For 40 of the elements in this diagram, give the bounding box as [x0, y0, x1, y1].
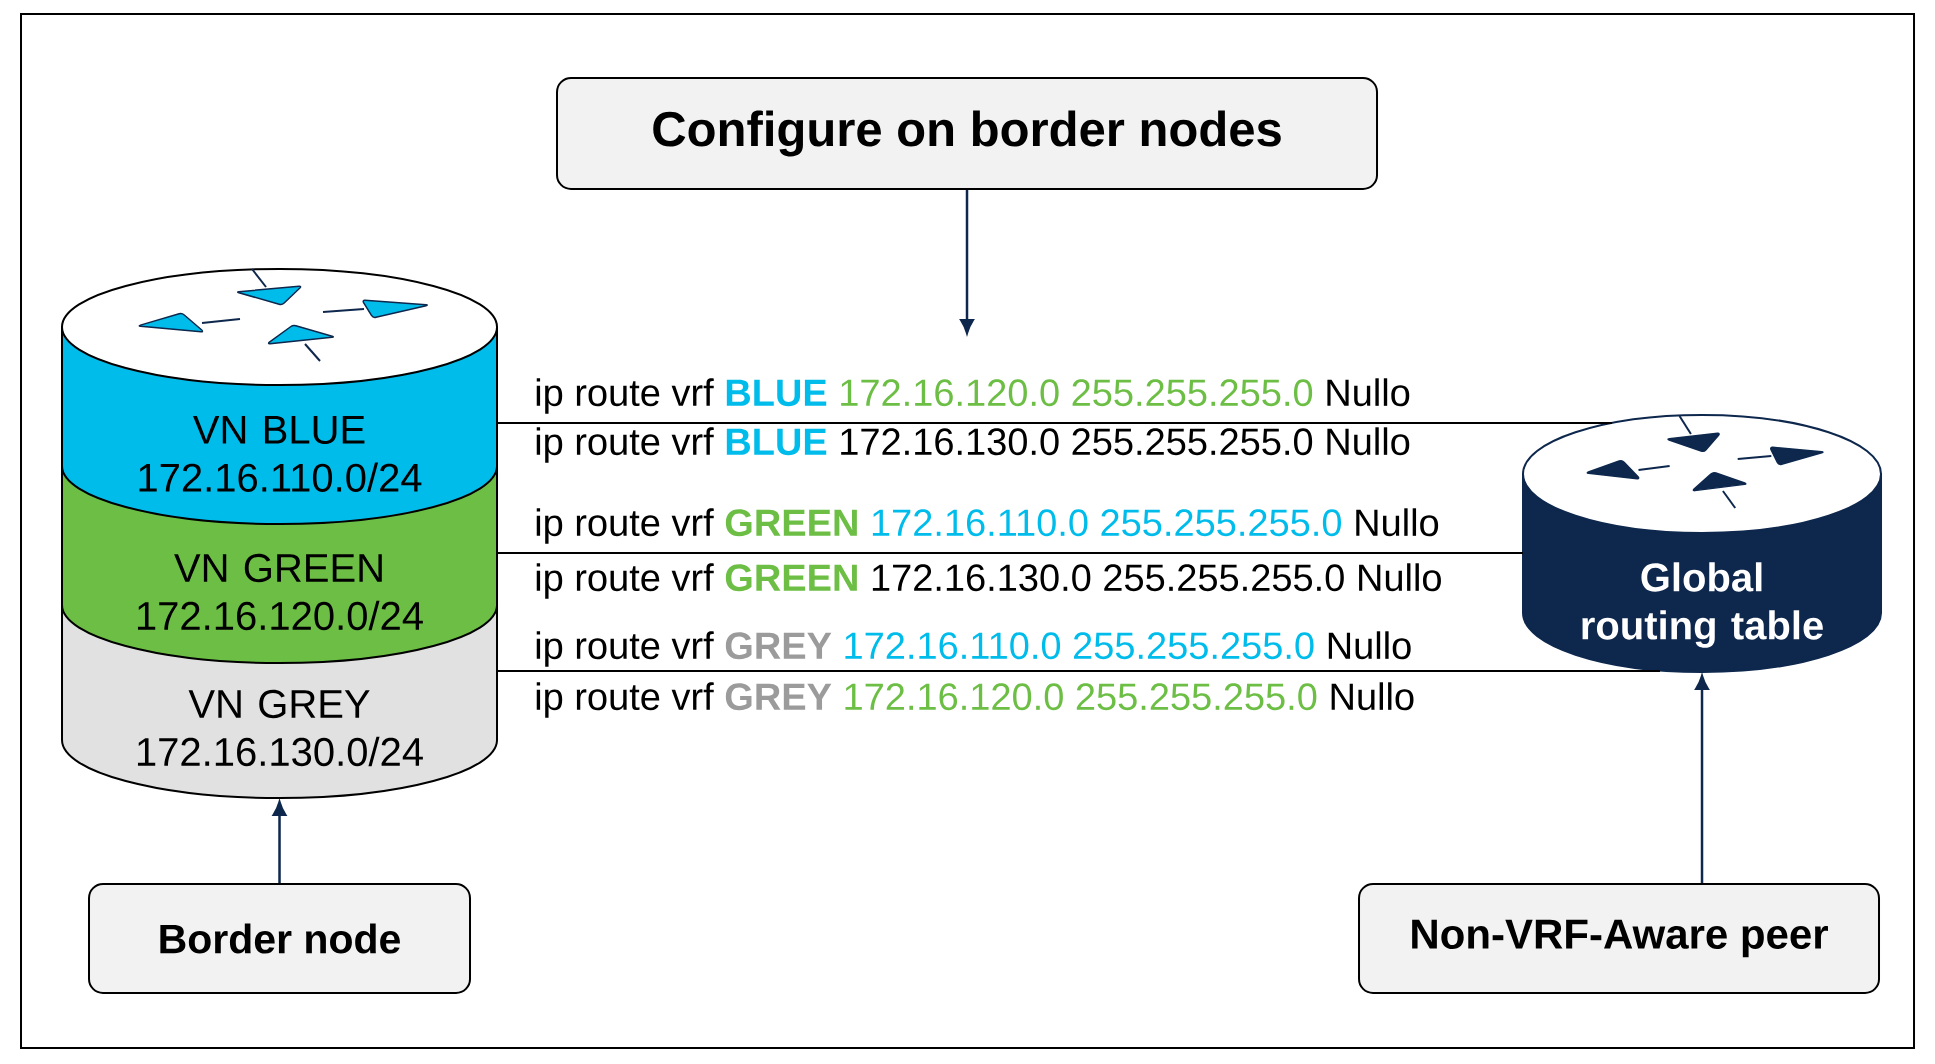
arrow — [960, 190, 974, 334]
label: GREEN — [725, 509, 857, 537]
label: ip route vrf — [536, 682, 714, 718]
route-command: ip route vrf GREEN 172.16.130.0 255.255.255.0 Nullo — [536, 563, 1441, 599]
label: 172.16.130.0 255.255.255.0 — [872, 564, 1344, 592]
label: Nullo — [1331, 682, 1414, 711]
label: Nullo — [1328, 631, 1411, 660]
route-command: ip route vrf GREY 172.16.120.0 255.255.255.0 Nullo — [536, 682, 1414, 718]
label: Nullo — [1327, 427, 1410, 456]
connector-line — [496, 670, 1661, 672]
label: 172.16.120.0 255.255.255.0 — [845, 683, 1317, 711]
label: ip route vrf — [536, 563, 714, 599]
label: BLUE — [726, 428, 827, 456]
routing-table-cylinder: Global routing table — [1522, 414, 1882, 673]
label: ip route vrf — [536, 508, 714, 544]
label: Nullo — [1327, 378, 1410, 407]
connector-line — [496, 552, 1524, 554]
label: ip route vrf — [536, 631, 714, 667]
label-box: Configure on border nodes — [556, 77, 1378, 190]
label: 172.16.110.0 255.255.255.0 — [872, 509, 1342, 537]
label: GREEN — [725, 564, 857, 592]
label: BLUE — [726, 379, 827, 407]
label-box: Border node — [88, 883, 471, 994]
label: GREY — [725, 683, 832, 711]
route-command: ip route vrf BLUE 172.16.130.0 255.255.255.0 Nullo — [536, 427, 1410, 463]
connector-line — [496, 422, 1613, 424]
label: ip route vrf — [536, 427, 714, 463]
label: GREY — [725, 632, 832, 660]
label: Nullo — [1359, 563, 1441, 592]
label: 172.16.110.0 255.255.255.0 — [845, 632, 1314, 660]
route-command: ip route vrf GREEN 172.16.110.0 255.255.255.0 Nullo — [536, 508, 1439, 544]
cylinder-band: VN BLUE 172.16.110.0/24 — [61, 326, 498, 525]
arrow — [1695, 675, 1709, 883]
route-command: ip route vrf GREY 172.16.110.0 255.255.255.0 Nullo — [536, 631, 1411, 667]
label: 172.16.120.0 255.255.255.0 — [841, 379, 1313, 407]
label: ip route vrf — [536, 378, 714, 414]
label-box: Non-VRF-Aware peer — [1358, 883, 1880, 994]
label: Nullo — [1356, 508, 1439, 537]
route-command: ip route vrf BLUE 172.16.120.0 255.255.255.0 Nullo — [536, 378, 1410, 414]
label: 172.16.130.0 255.255.255.0 — [841, 428, 1313, 456]
